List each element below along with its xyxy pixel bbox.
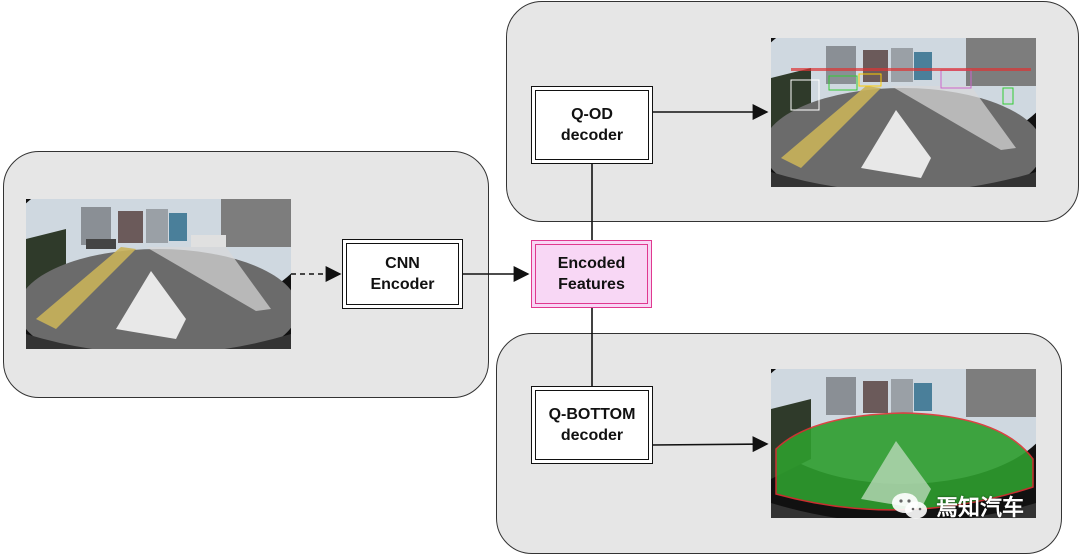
qod-decoder-label: Q-OD decoder bbox=[560, 106, 624, 144]
encoded-features-box: Encoded Features bbox=[531, 240, 652, 308]
qbottom-decoder-box: Q-BOTTOM decoder bbox=[531, 386, 653, 464]
watermark-text: 焉知汽车 bbox=[936, 496, 1025, 521]
cnn-encoder-box: CNN Encoder bbox=[342, 239, 463, 309]
qbottom-to-output-arrow bbox=[651, 436, 769, 453]
wechat-icon bbox=[892, 493, 927, 519]
qod-decoder-box: Q-OD decoder bbox=[531, 86, 653, 164]
input-camera-image bbox=[26, 199, 291, 349]
encoded-features-label: Encoded Features bbox=[557, 255, 626, 293]
qbottom-decoder-label: Q-BOTTOM decoder bbox=[548, 406, 636, 444]
detection-output-image bbox=[771, 38, 1036, 187]
cnn-encoder-label: CNN Encoder bbox=[370, 255, 435, 293]
segmentation-output-image bbox=[771, 369, 1036, 518]
watermark: 焉知汽车 bbox=[890, 490, 1024, 522]
